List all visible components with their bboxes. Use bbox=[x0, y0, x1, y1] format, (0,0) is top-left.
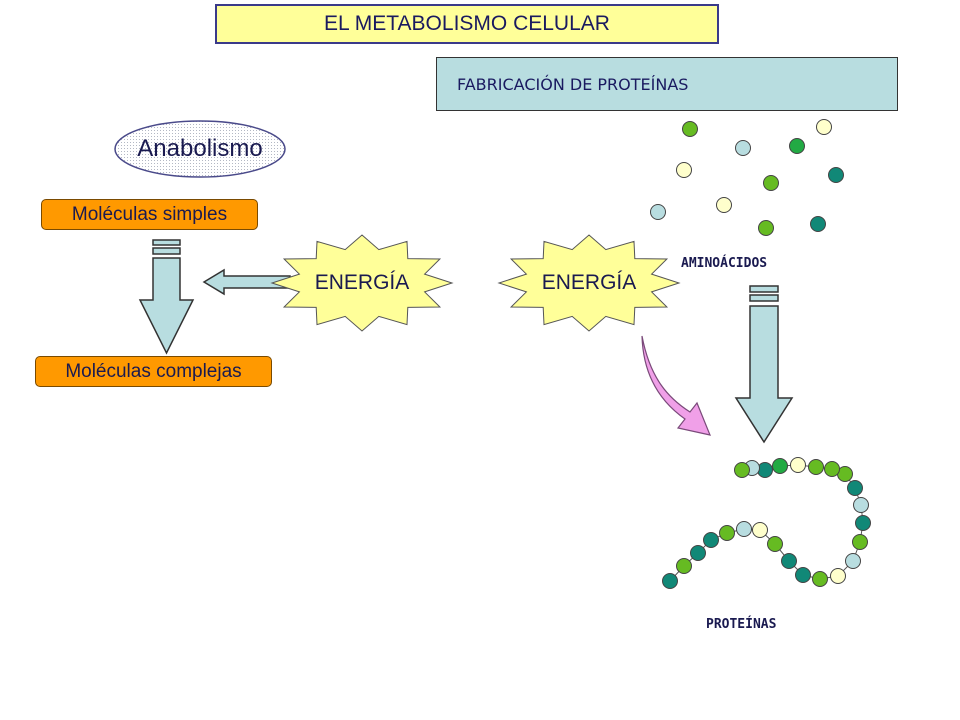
amino-acid-bead bbox=[735, 140, 751, 156]
amino-acid-bead bbox=[816, 119, 832, 135]
protein-bead bbox=[852, 534, 868, 550]
protein-bead bbox=[824, 461, 840, 477]
energy-label-2: ENERGÍA bbox=[541, 271, 637, 294]
left-down-arrow bbox=[138, 239, 195, 355]
protein-bead bbox=[812, 571, 828, 587]
protein-bead bbox=[676, 558, 692, 574]
protein-bead bbox=[781, 553, 797, 569]
page-title: EL METABOLISMO CELULAR bbox=[215, 4, 719, 44]
protein-bead bbox=[752, 522, 768, 538]
subtitle-box: FABRICACIÓN DE PROTEÍNAS bbox=[436, 57, 898, 111]
anabolism-label: Anabolismo bbox=[137, 135, 263, 162]
simple-molecules-box: Moléculas simples bbox=[41, 199, 258, 230]
protein-chain bbox=[662, 457, 871, 589]
protein-bead bbox=[703, 532, 719, 548]
protein-bead bbox=[736, 521, 752, 537]
protein-bead bbox=[772, 458, 788, 474]
amino-acid-bead bbox=[810, 216, 826, 232]
amino-acids-label: AMINOÁCIDOS bbox=[681, 256, 768, 271]
amino-acid-beads bbox=[650, 119, 844, 236]
protein-bead bbox=[734, 462, 750, 478]
amino-acid-bead bbox=[763, 175, 779, 191]
protein-bead bbox=[853, 497, 869, 513]
proteins-label: PROTEÍNAS bbox=[706, 617, 777, 632]
protein-bead bbox=[767, 536, 783, 552]
amino-acid-bead bbox=[758, 220, 774, 236]
protein-bead bbox=[830, 568, 846, 584]
amino-acid-bead bbox=[828, 167, 844, 183]
complex-molecules-box: Moléculas complejas bbox=[35, 356, 272, 387]
protein-bead bbox=[855, 515, 871, 531]
protein-bead bbox=[845, 553, 861, 569]
protein-bead bbox=[795, 567, 811, 583]
amino-acid-bead bbox=[650, 204, 666, 220]
protein-bead bbox=[690, 545, 706, 561]
protein-strand bbox=[669, 464, 864, 582]
amino-acid-bead bbox=[676, 162, 692, 178]
protein-bead bbox=[790, 457, 806, 473]
amino-acid-bead bbox=[682, 121, 698, 137]
right-down-arrow bbox=[734, 285, 794, 444]
energy-label-1: ENERGÍA bbox=[314, 271, 410, 294]
protein-bead bbox=[757, 462, 773, 478]
amino-acid-bead bbox=[789, 138, 805, 154]
amino-acid-bead bbox=[716, 197, 732, 213]
energy-burst-1 bbox=[270, 234, 454, 332]
protein-bead bbox=[662, 573, 678, 589]
curved-energy-arrow bbox=[641, 335, 711, 436]
protein-bead bbox=[719, 525, 735, 541]
energy-burst-2 bbox=[497, 234, 681, 332]
protein-bead bbox=[847, 480, 863, 496]
protein-bead bbox=[808, 459, 824, 475]
anabolism-ellipse bbox=[114, 120, 286, 178]
